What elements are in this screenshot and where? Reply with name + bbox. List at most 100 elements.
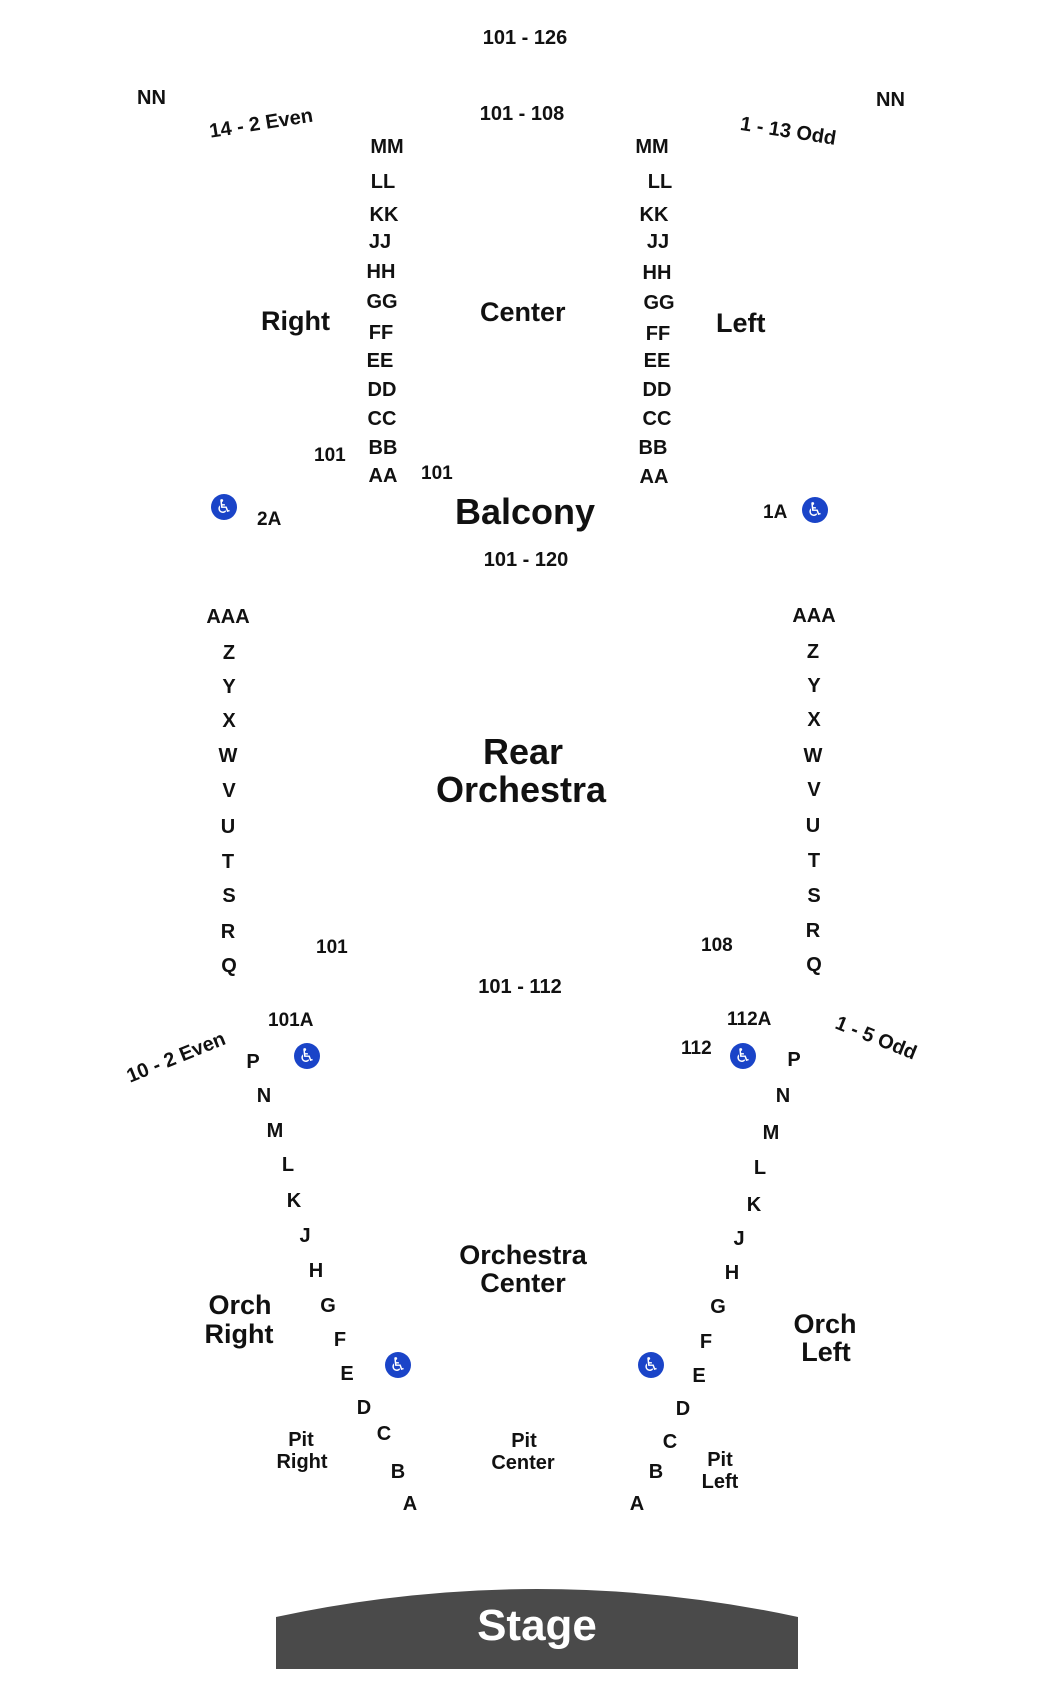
orchestra-left-row: A: [629, 1493, 645, 1515]
orchestra-left-row: C: [662, 1431, 678, 1453]
orchestra-right-row: H: [308, 1260, 324, 1282]
balcony-seat-1a: 1A: [763, 502, 788, 523]
orchestra-right-row: K: [286, 1190, 302, 1212]
balcony-seat-101: 101: [421, 463, 453, 484]
rear-orchestra-right-row: Z: [222, 642, 236, 664]
rear-orchestra-right-row: Q: [221, 955, 237, 977]
orchestra-left-row: K: [746, 1194, 762, 1216]
rear-orchestra-right-row: V: [222, 780, 236, 802]
balcony-left-row: KK: [639, 204, 669, 226]
orchestra-seat-112a: 112A: [727, 1009, 772, 1030]
balcony-center-seats: 101 - 108: [479, 103, 565, 125]
orchestra-left-row: B: [648, 1461, 664, 1483]
orchestra-center-title: Center: [480, 1268, 566, 1298]
orchestra-left-row: E: [692, 1365, 706, 1387]
balcony-left-row: JJ: [646, 231, 670, 253]
balcony-section-left: Left: [716, 308, 766, 338]
orchestra-left-row: M: [762, 1122, 780, 1144]
orchestra-left-row: G: [710, 1296, 726, 1318]
balcony-row-nn-right: NN: [137, 87, 166, 109]
orch-right-title: Right: [204, 1319, 274, 1349]
balcony-right-row: JJ: [368, 231, 392, 253]
pit-left-title: Left: [701, 1471, 739, 1493]
balcony-top-seats: 101 - 126: [482, 27, 568, 49]
balcony-right-row: GG: [366, 291, 398, 313]
orchestra-left-row: L: [753, 1157, 767, 1179]
balcony-title: Balcony: [454, 491, 596, 532]
orchestra-right-row: A: [402, 1493, 418, 1515]
balcony-left-row: BB: [638, 437, 668, 459]
orchestra-right-row: J: [299, 1225, 311, 1247]
rear-orchestra-left-row: U: [805, 815, 821, 837]
wheelchair-icon: ♿: [730, 1043, 756, 1069]
pit-right-title: Pit: [288, 1429, 314, 1451]
orch-left-title: Left: [801, 1337, 851, 1367]
rear-orchestra-left-row: X: [807, 709, 821, 731]
wheelchair-icon: ♿: [802, 497, 828, 523]
rear-orchestra-left-row: V: [807, 779, 821, 801]
orchestra-seat-112: 112: [681, 1038, 712, 1059]
orchestra-right-row: N: [256, 1085, 272, 1107]
orchestra-left-row: H: [724, 1262, 740, 1284]
rear-orchestra-right-row: U: [220, 816, 236, 838]
balcony-right-side-seats: 14 - 2 Even: [207, 104, 315, 143]
orchestra-right-row: C: [376, 1423, 392, 1445]
orchestra-center-title: Orchestra: [459, 1240, 587, 1270]
pit-center-title: Center: [491, 1452, 555, 1474]
rear-orchestra-title: Rear: [482, 731, 564, 772]
rear-orchestra-title: Orchestra: [435, 769, 607, 810]
orchestra-right-row: B: [390, 1461, 406, 1483]
rear-orchestra-left-row: S: [807, 885, 821, 907]
balcony-seat-2a: 2A: [257, 509, 282, 530]
orchestra-left-row: D: [675, 1398, 691, 1420]
balcony-right-row: CC: [367, 408, 397, 430]
rear-orchestra-seats: 101 - 120: [483, 549, 569, 571]
orchestra-left-row: P: [787, 1049, 801, 1071]
rear-orchestra-left-row: R: [805, 920, 821, 942]
balcony-right-row: AA: [368, 465, 398, 487]
rear-orchestra-left-row: W: [803, 745, 823, 767]
balcony-right-row: BB: [368, 437, 398, 459]
orchestra-right-row: M: [266, 1120, 284, 1142]
balcony-left-row: FF: [645, 323, 671, 345]
balcony-left-row: CC: [642, 408, 672, 430]
rear-orchestra-left-row: Y: [807, 675, 821, 697]
stage-label: Stage: [477, 1601, 597, 1650]
balcony-left-row: EE: [643, 350, 671, 372]
orch-left-title: Orch: [793, 1309, 857, 1339]
pit-right-title: Right: [276, 1451, 328, 1473]
balcony-section-center: Center: [480, 297, 566, 327]
stage: [276, 1589, 798, 1669]
rear-orchestra-left-row: AAA: [792, 605, 836, 627]
balcony-row-nn-left: NN: [876, 89, 905, 111]
rear-orchestra-right-row: R: [220, 921, 236, 943]
wheelchair-icon: ♿: [638, 1352, 664, 1378]
pit-center-title: Pit: [511, 1430, 537, 1452]
balcony-seat-101: 101: [314, 445, 346, 466]
orchestra-center-seats: 101 - 112: [478, 976, 562, 998]
orchestra-left-row: N: [775, 1085, 791, 1107]
balcony-left-side-seats: 1 - 13 Odd: [738, 113, 838, 150]
wheelchair-icon: ♿: [294, 1043, 320, 1069]
orchestra-right-row: E: [340, 1363, 354, 1385]
balcony-right-row: MM: [370, 136, 404, 158]
balcony-left-row: GG: [643, 292, 675, 314]
orchestra-right-row: L: [281, 1154, 295, 1176]
balcony-left-row: DD: [642, 379, 672, 401]
orchestra-right-row: P: [246, 1051, 260, 1073]
orchestra-seat-101a: 101A: [268, 1010, 314, 1031]
orchestra-right-row: F: [333, 1329, 347, 1351]
rear-orchestra-seat-101: 101: [316, 937, 348, 958]
orchestra-right-side-seats: 10 - 2 Even: [123, 1027, 229, 1088]
rear-orchestra-left-row: Z: [806, 641, 820, 663]
balcony-right-row: LL: [370, 171, 396, 193]
rear-orchestra-left-row: Q: [806, 954, 822, 976]
wheelchair-icon: ♿: [385, 1352, 411, 1378]
rear-orchestra-right-row: Y: [222, 676, 236, 698]
wheelchair-icon: ♿: [211, 494, 237, 520]
rear-orchestra-right-row: AAA: [206, 606, 250, 628]
rear-orchestra-right-row: T: [221, 851, 235, 873]
balcony-right-row: FF: [368, 322, 394, 344]
orchestra-right-row: G: [320, 1295, 336, 1317]
rear-orchestra-right-row: S: [222, 885, 236, 907]
